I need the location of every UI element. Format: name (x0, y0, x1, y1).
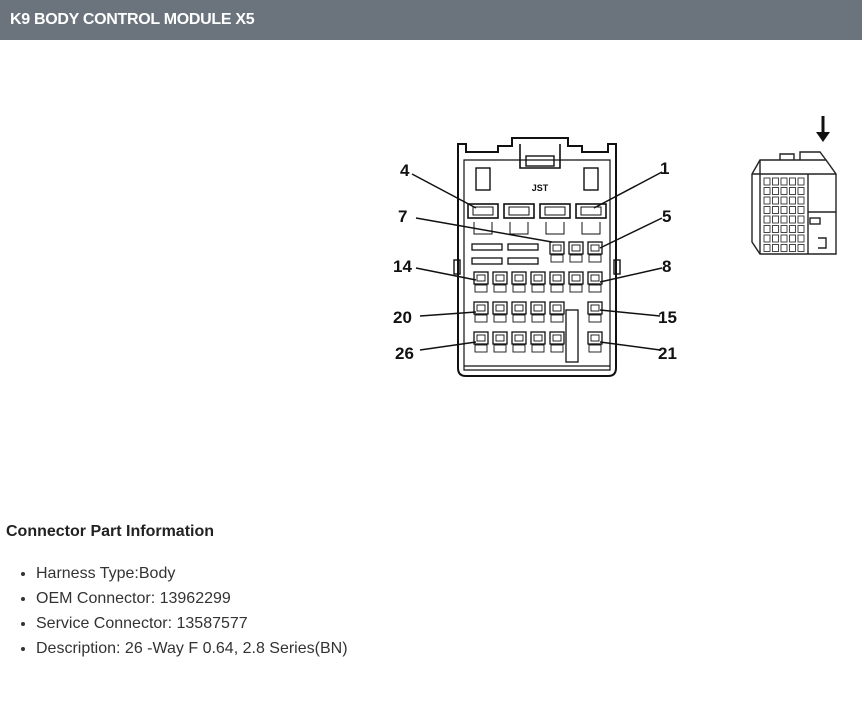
leader-line-1 (593, 171, 663, 209)
large-terminal-cavity (503, 203, 535, 219)
leader-line-15 (599, 309, 661, 317)
pin-cavity (549, 301, 565, 315)
pin-cavity (492, 331, 508, 345)
leader-line-7 (415, 217, 553, 243)
leader-line-14 (415, 267, 477, 281)
keying-slot (507, 243, 539, 251)
connector-right-tab (613, 259, 621, 275)
connector-latch-window (525, 155, 555, 167)
keying-slot (507, 257, 539, 265)
leader-line-20 (419, 311, 477, 317)
pin-label-8: 8 (662, 257, 671, 276)
large-terminal-cavity (467, 203, 499, 219)
pin-cavity (587, 271, 603, 285)
pin-cavity (473, 271, 489, 285)
pin-cavity (587, 331, 603, 345)
pin-label-4: 4 (400, 161, 410, 180)
pin-cavity (549, 241, 565, 255)
connector-info-list: Harness Type:Body OEM Connector: 1396229… (18, 561, 348, 661)
pin-cavity (511, 331, 527, 345)
pin-cavity (530, 301, 546, 315)
down-arrow-icon (816, 116, 830, 142)
pin-label-5: 5 (662, 207, 671, 226)
page-title: K9 BODY CONTROL MODULE X5 (10, 11, 255, 28)
connector-left-tab (453, 259, 461, 275)
info-service-connector: Service Connector: 13587577 (36, 611, 348, 636)
leader-line-21 (599, 341, 661, 351)
pin-cavity (492, 301, 508, 315)
pin-cavity (473, 301, 489, 315)
pin-cavity (587, 241, 603, 255)
keying-slot (471, 243, 503, 251)
pin-cavity (473, 331, 489, 345)
connector-latch (519, 144, 561, 169)
leader-line-5 (599, 217, 663, 249)
lock-slot-left (475, 167, 491, 191)
large-terminal-cavity (539, 203, 571, 219)
pin-label-7: 7 (398, 207, 407, 226)
info-oem-connector: OEM Connector: 13962299 (36, 586, 348, 611)
pin-label-20: 20 (393, 308, 412, 327)
page-header: K9 BODY CONTROL MODULE X5 (0, 0, 862, 40)
info-description: Description: 26 -Way F 0.64, 2.8 Series(… (36, 636, 348, 661)
pin-cavity (568, 241, 584, 255)
pin-cavity (568, 271, 584, 285)
pin-label-26: 26 (395, 344, 414, 363)
connector-housing-outline (457, 137, 617, 377)
pin-cavity (549, 331, 565, 345)
connector-info-title: Connector Part Information (6, 523, 215, 540)
iso-body (751, 159, 837, 255)
connector-face-diagram: JST 4 1 7 5 14 8 20 15 26 21 (393, 137, 677, 377)
leader-line-26 (419, 341, 477, 351)
leader-line-4 (411, 173, 477, 209)
connector-isometric-view (751, 116, 837, 255)
pin-cavity (511, 301, 527, 315)
leader-line-8 (599, 267, 663, 283)
pin-cavity (492, 271, 508, 285)
connector-inner-outline (463, 159, 611, 371)
large-terminal-cavity (575, 203, 607, 219)
pin-label-1: 1 (660, 159, 669, 178)
center-rib (565, 309, 579, 363)
pin-cavity (530, 331, 546, 345)
lock-slot-right (583, 167, 599, 191)
info-harness-type: Harness Type:Body (36, 561, 348, 586)
pin-label-14: 14 (393, 257, 412, 276)
pin-cavity (549, 271, 565, 285)
pin-cavity (511, 271, 527, 285)
pin-label-15: 15 (658, 308, 677, 327)
pin-label-21: 21 (658, 344, 677, 363)
pin-cavity (530, 271, 546, 285)
keying-slot (471, 257, 503, 265)
pin-cavity (587, 301, 603, 315)
mold-text: JST (532, 183, 549, 193)
